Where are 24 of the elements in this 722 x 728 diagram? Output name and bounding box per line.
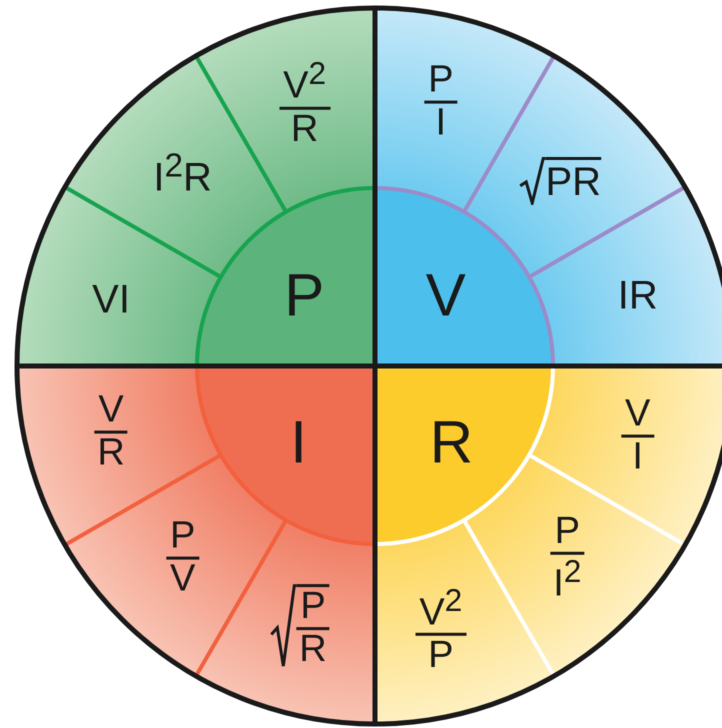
numerator: P [550, 512, 584, 555]
denominator: R [299, 630, 327, 670]
denominator: R [290, 110, 318, 150]
formula-text: PR [545, 156, 602, 205]
variable-letter: R [430, 408, 474, 477]
formula-text: VI [92, 278, 130, 323]
numerator: V$^{2}$ [279, 57, 330, 110]
variable-letter: V [426, 260, 466, 330]
denominator: V [170, 560, 196, 600]
numerator: V$^{2}$ [415, 584, 466, 636]
variable-letter: P [284, 260, 324, 330]
variable-letter: I [290, 408, 307, 477]
numerator: V [94, 390, 128, 434]
denominator: I [436, 104, 446, 144]
numerator: P [166, 516, 200, 560]
denominator: P [428, 636, 454, 676]
formula-text: I$^{2}$R [153, 147, 212, 200]
denominator: I [632, 438, 643, 478]
numerator: P [296, 588, 330, 630]
formula-text: IR [618, 273, 658, 318]
numerator: P [424, 60, 458, 104]
denominator: R [97, 433, 125, 474]
numerator: V [621, 395, 654, 438]
denominator: I$^{2}$ [553, 555, 582, 605]
